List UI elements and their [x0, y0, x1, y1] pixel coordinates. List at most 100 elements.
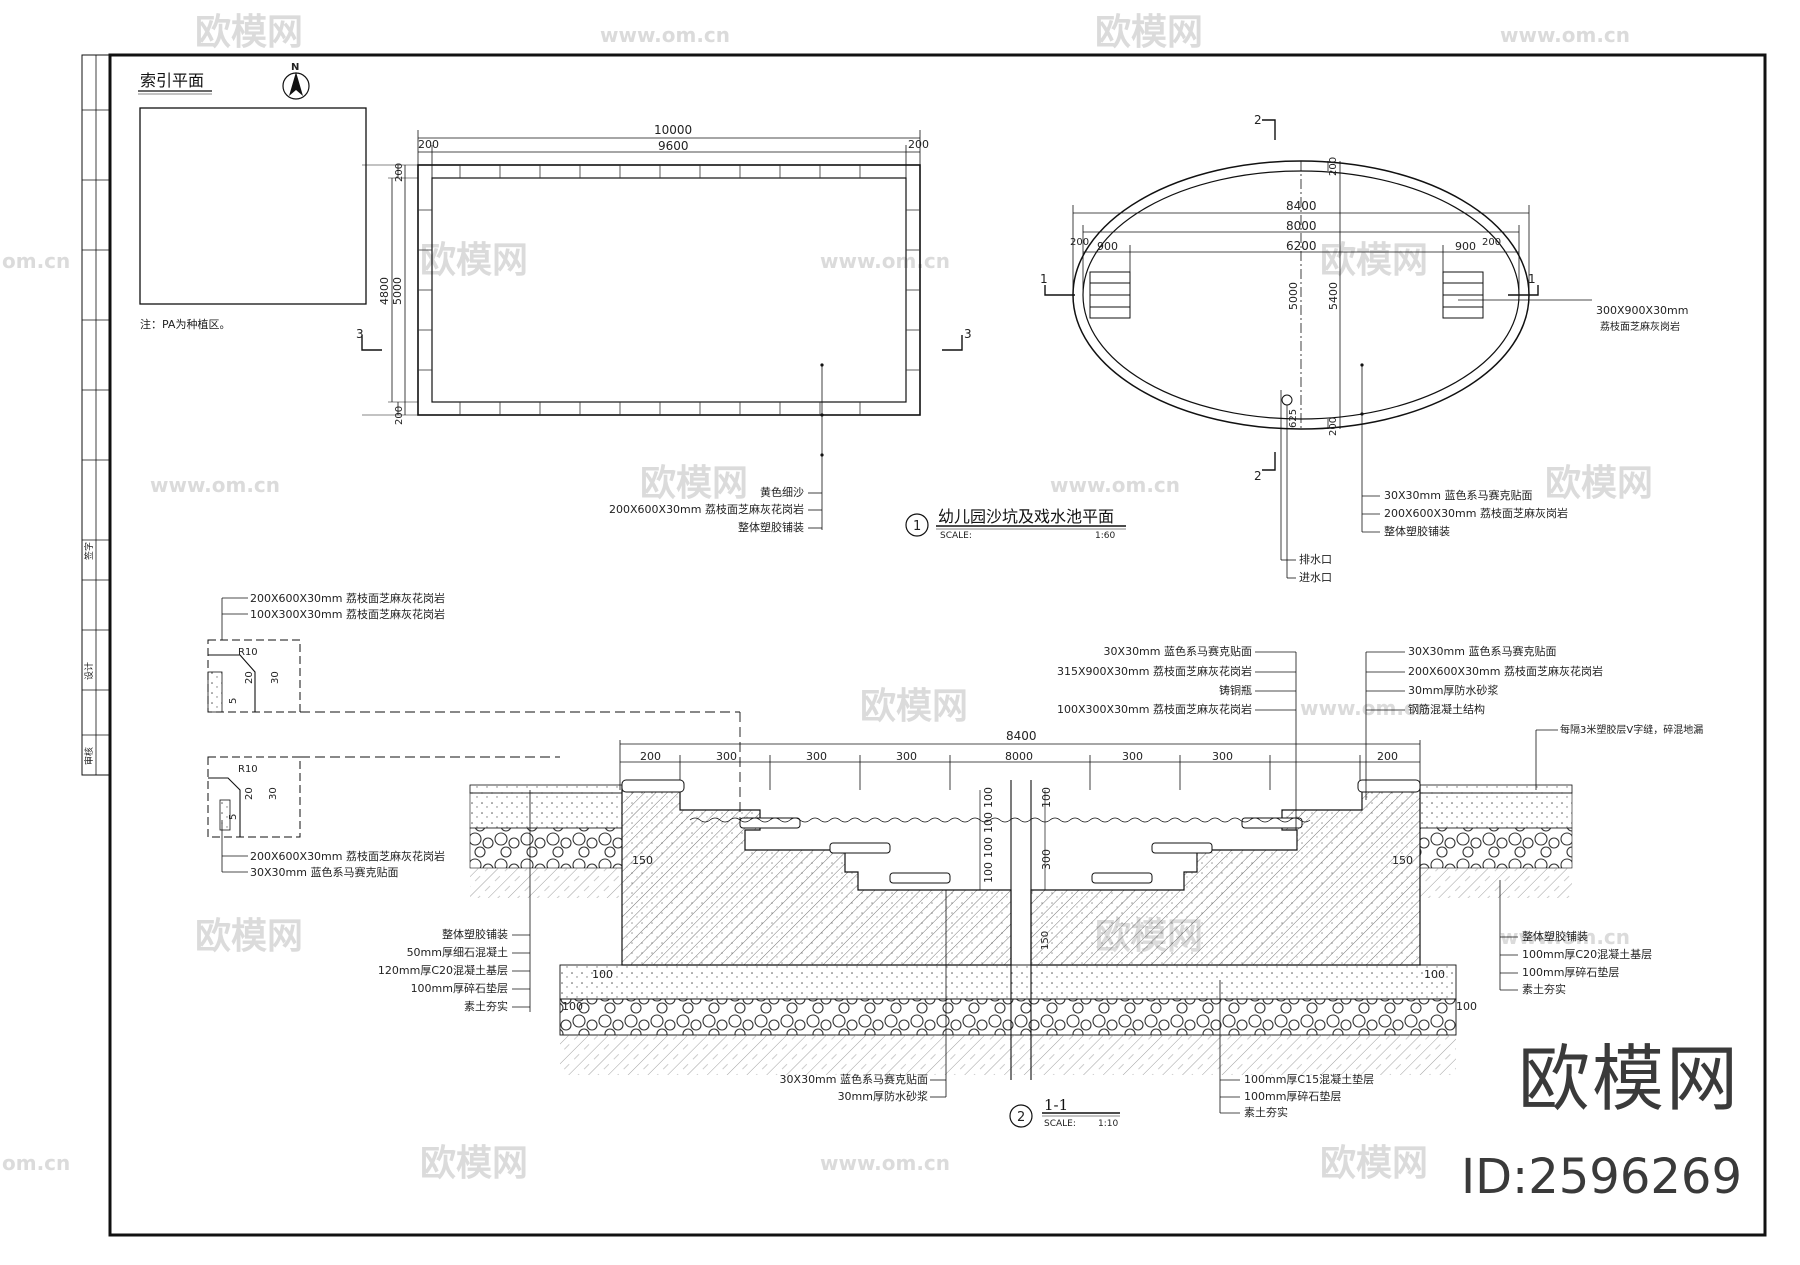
watermark-url: www.om.cn: [820, 1151, 950, 1175]
material-label: 200X600X30mm 荔枝面芝麻灰花岗岩: [250, 849, 445, 863]
layer-label: 100mm厚碎石垫层: [1522, 965, 1619, 979]
watermark-brand: 欧模网: [1095, 12, 1203, 53]
material-label: 200X600X30mm 荔枝面芝麻灰花岗岩: [609, 502, 804, 516]
watermark-brand: 欧模网: [1320, 1143, 1428, 1184]
drawing-title: 1-1: [1044, 1096, 1068, 1114]
material-label: 315X900X30mm 荔枝面芝麻灰花岗岩: [1057, 664, 1252, 678]
drawing-title: 幼儿园沙坑及戏水池平面: [938, 507, 1114, 526]
material-label: 荔枝面芝麻灰岗岩: [1600, 320, 1680, 333]
watermark-brand: 欧模网: [860, 686, 968, 727]
dim-label: 900: [1455, 240, 1476, 253]
sidebar-label: 签字: [83, 542, 95, 560]
dim-label: 100: [592, 968, 613, 981]
dim-label: 200: [640, 750, 661, 763]
section-mark: 2: [1254, 469, 1262, 483]
watermark-brand: 欧模网: [420, 240, 528, 281]
material-label: 每隔3米塑胶层V字缝，碎混地漏: [1560, 723, 1703, 736]
layer-label: 整体塑胶铺装: [1522, 929, 1588, 943]
layer-label: 30mm厚防水砂浆: [838, 1089, 928, 1103]
watermark-brand: 欧模网: [1320, 240, 1428, 281]
dim-label: 9600: [658, 139, 689, 153]
dim-label: 100: [1424, 968, 1445, 981]
dim-label: 300: [806, 750, 827, 763]
layer-label: 100mm厚C20混凝土基层: [1522, 947, 1652, 961]
dim-label: 8400: [1006, 729, 1037, 743]
layer-label: 50mm厚细石混凝土: [407, 945, 508, 959]
section-mark: 3: [356, 327, 364, 341]
dim-label: 100: [1040, 787, 1053, 808]
layer-label: 120mm厚C20混凝土基层: [378, 963, 508, 977]
material-label: 整体塑胶铺装: [738, 520, 804, 534]
dim-label: 20: [244, 671, 255, 684]
material-label: 30X30mm 蓝色系马赛克贴面: [250, 865, 398, 879]
north-arrow-icon: N: [282, 62, 310, 100]
layer-label: 100mm厚C15混凝土垫层: [1244, 1072, 1374, 1086]
dim-label: 100: [982, 787, 995, 808]
dim-label: 100: [982, 812, 995, 833]
dim-label: 100: [982, 862, 995, 883]
material-label: 100X300X30mm 荔枝面芝麻灰花岗岩: [1057, 702, 1252, 716]
watermark-url: www.om.cn: [1050, 473, 1180, 497]
dim-label: 200: [1377, 750, 1398, 763]
dim-label: 300: [716, 750, 737, 763]
dim-label: 200: [908, 138, 929, 151]
material-label: 30X30mm 蓝色系马赛克贴面: [1408, 644, 1556, 658]
dim-label: 4800: [378, 277, 391, 305]
dim-label: 200: [394, 406, 405, 425]
drain-icon: [1280, 394, 1296, 579]
section-mark: 2: [1254, 113, 1262, 127]
dim-label: 200: [1328, 157, 1339, 176]
watermark-brand: 欧模网: [195, 12, 303, 53]
material-label: 30mm厚防水砂浆: [1408, 683, 1498, 697]
dim-label: 300: [1122, 750, 1143, 763]
dim-label: 30: [268, 787, 279, 800]
dim-label: 5000: [391, 277, 404, 305]
dim-label: 100: [562, 1000, 583, 1013]
dim-label: 20: [244, 787, 255, 800]
section-mark: 3: [964, 327, 972, 341]
dim-label: 200: [1328, 417, 1339, 436]
dim-label: 200: [394, 163, 405, 182]
layer-label: 整体塑胶铺装: [442, 927, 508, 941]
material-label: 200X600X30mm 荔枝面芝麻灰花岗岩: [1408, 664, 1603, 678]
title-block-labels: 签字 设计 审核: [83, 542, 95, 765]
material-label: 30X30mm 蓝色系马赛克贴面: [1104, 644, 1252, 658]
section-mark: 1: [1528, 272, 1536, 286]
dim-label: 5: [228, 814, 239, 820]
dim-label: 5: [228, 698, 239, 704]
watermark-brand: 欧模网: [640, 463, 748, 504]
scale-value: 1:10: [1098, 1119, 1118, 1129]
material-label: 200X600X30mm 荔枝面芝麻灰岗岩: [1384, 506, 1568, 520]
index-plan-box: [139, 107, 367, 305]
watermark-url: www.om.cn: [1500, 23, 1630, 47]
watermark-id: ID:2596269: [1460, 1149, 1742, 1205]
drain-label: 进水口: [1299, 571, 1332, 584]
watermark-url: om.cn: [2, 249, 70, 273]
dim-label: 150: [1392, 854, 1413, 867]
watermark-url: www.om.cn: [1500, 925, 1630, 949]
sidebar-label: 设计: [83, 662, 95, 680]
dim-label: 150: [632, 854, 653, 867]
material-label: 200X600X30mm 荔枝面芝麻灰花岗岩: [250, 591, 445, 605]
layer-label: 素土夯实: [1244, 1105, 1288, 1119]
dim-label: 150: [1040, 931, 1051, 950]
scale-label: SCALE:: [1044, 1119, 1076, 1129]
north-label: N: [291, 62, 299, 73]
index-plan-title: 索引平面: [140, 71, 204, 90]
dim-label: 200: [1070, 237, 1089, 248]
watermark-brand: 欧模网: [1545, 463, 1653, 504]
sandpit-plan: 10000 9600 200 200 5000 4800 200 200 3 3…: [356, 123, 972, 534]
drawing-number: 2: [1017, 1110, 1025, 1125]
layer-label: 100mm厚碎石垫层: [1244, 1089, 1341, 1103]
watermark-logo: 欧模网: [1517, 1037, 1740, 1121]
dim-label: 200: [1482, 237, 1501, 248]
plan-title-block: 1 幼儿园沙坑及戏水池平面 SCALE: 1:60: [905, 507, 1126, 541]
dim-label: 100: [982, 837, 995, 858]
material-label: 钢筋混凝土结构: [1408, 702, 1485, 716]
section-drawing: 8400 200 300 300 300 8000 300 300 200: [378, 644, 1703, 1119]
dim-label: 5000: [1287, 282, 1300, 310]
dim-label: 8000: [1286, 219, 1317, 233]
sidebar-label: 审核: [83, 747, 95, 765]
dim-label: 200: [418, 138, 439, 151]
